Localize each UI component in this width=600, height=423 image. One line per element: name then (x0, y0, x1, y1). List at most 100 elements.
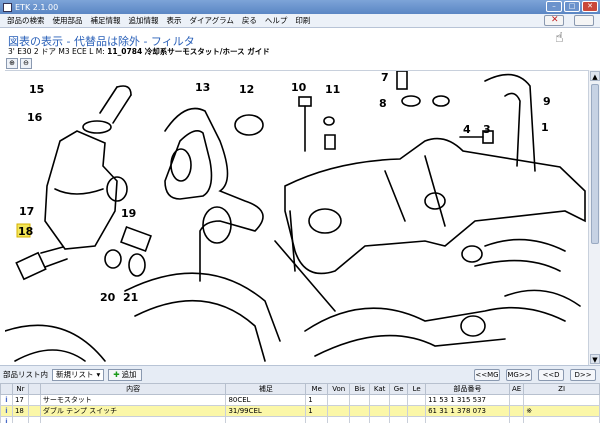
col-me[interactable]: Me (305, 383, 329, 395)
info-icon[interactable]: i (0, 394, 13, 406)
col-part-number[interactable]: 部品番号 (425, 383, 510, 395)
list-select[interactable]: 新規リスト ▾ (52, 368, 105, 381)
callout-15[interactable]: 15 (29, 83, 44, 96)
row-ae (508, 405, 525, 417)
row-description: ダブル テンプ スイッチ (39, 405, 227, 417)
callout-12[interactable]: 12 (239, 83, 254, 96)
parts-table: Nr 内容 補足 Me Von Bis Kat Ge Le 部品番号 AE ZI… (0, 383, 600, 423)
menu-back[interactable]: 戻る (241, 15, 257, 25)
menu-help[interactable]: ヘルプ (264, 15, 288, 25)
col-le[interactable]: Le (407, 383, 427, 395)
col-zi[interactable]: ZI (523, 383, 600, 395)
callout-20[interactable]: 20 (100, 291, 116, 304)
callout-9[interactable]: 9 (543, 95, 551, 108)
parts-list-label: 部品リスト内 (3, 370, 48, 379)
menu-search-parts[interactable]: 部品の検索 (7, 15, 45, 25)
callout-16[interactable]: 16 (27, 111, 43, 124)
page-subtitle: 3' E30 2 ドア M3 ECE L M: 11_0784 冷却系サーモスタ… (8, 46, 270, 57)
row-me: 1 (305, 394, 329, 406)
app-icon (3, 2, 12, 12)
row-note (225, 416, 307, 423)
row-nr (11, 416, 29, 423)
next-mg-button[interactable]: MG>> (506, 369, 532, 381)
callout-1[interactable]: 1 (541, 121, 549, 134)
callout-21[interactable]: 21 (123, 291, 138, 304)
info-icon[interactable]: i (0, 416, 13, 423)
col-info[interactable] (0, 383, 13, 395)
table-row[interactable]: i 17 サーモスタット 80CEL 1 11 53 1 315 537 (0, 394, 600, 406)
callout-13[interactable]: 13 (195, 81, 210, 94)
cancel-tool-icon[interactable]: ✕ (544, 15, 564, 26)
row-me (305, 416, 329, 423)
row-nr: 18 (11, 405, 29, 417)
callout-7[interactable]: 7 (381, 71, 389, 84)
plus-icon: ✚ (113, 370, 120, 379)
scroll-down-icon[interactable]: ▼ (590, 354, 600, 364)
scroll-thumb[interactable] (591, 84, 599, 244)
callout-11[interactable]: 11 (325, 83, 340, 96)
add-button[interactable]: ✚ 追加 (108, 368, 142, 381)
table-row[interactable]: i (0, 416, 600, 423)
col-note[interactable]: 補足 (225, 383, 307, 395)
menu-bar: 部品の検索 使用部品 補足情報 追加情報 表示 ダイアグラム 戻る ヘルプ 印刷… (0, 14, 600, 28)
col-blank[interactable] (27, 383, 41, 395)
menu-supplement[interactable]: 補足情報 (90, 15, 121, 25)
hand-cursor-icon: ☝ (555, 30, 564, 46)
callout-10[interactable]: 10 (291, 81, 307, 94)
row-zi (523, 416, 600, 423)
zoom-out-icon[interactable]: ⊖ (20, 58, 32, 69)
close-button[interactable]: ✕ (582, 1, 598, 12)
callout-4[interactable]: 4 (463, 123, 471, 136)
col-description[interactable]: 内容 (39, 383, 227, 395)
row-part-number (425, 416, 510, 423)
row-description: サーモスタット (39, 394, 227, 406)
col-ae[interactable]: AE (508, 383, 525, 395)
info-icon[interactable]: i (0, 405, 13, 417)
menu-diagram[interactable]: ダイアグラム (189, 15, 234, 25)
add-button-label: 追加 (121, 370, 137, 379)
col-bis[interactable]: Bis (349, 383, 371, 395)
car-tool-icon[interactable] (574, 15, 594, 26)
col-von[interactable]: Von (327, 383, 351, 395)
zoom-in-icon[interactable]: ⊕ (6, 58, 18, 69)
parts-diagram[interactable]: 15 16 17 18 19 20 21 13 12 10 11 7 8 9 4… (5, 70, 588, 365)
col-kat[interactable]: Kat (369, 383, 391, 395)
row-me: 1 (305, 405, 329, 417)
window-title: ETK 2.1.00 (15, 2, 59, 12)
page-header: 図表の表示 - 代替品は除外 - フィルタ 3' E30 2 ドア M3 ECE… (0, 28, 600, 58)
row-description (39, 416, 227, 423)
menu-print[interactable]: 印刷 (295, 15, 311, 25)
table-header-row: Nr 内容 補足 Me Von Bis Kat Ge Le 部品番号 AE ZI (0, 383, 600, 395)
col-ge[interactable]: Ge (389, 383, 409, 395)
row-nr: 17 (11, 394, 29, 406)
next-d-button[interactable]: D>> (570, 369, 596, 381)
callout-18-highlighted[interactable]: 18 (18, 225, 33, 238)
row-zi: ※ (523, 405, 600, 417)
window-controls: – □ ✕ (546, 1, 598, 12)
row-zi (523, 394, 600, 406)
callout-3[interactable]: 3 (483, 123, 491, 136)
col-nr[interactable]: Nr (11, 383, 29, 395)
menu-used-parts[interactable]: 使用部品 (52, 15, 83, 25)
minimize-button[interactable]: – (546, 1, 562, 12)
row-ae (508, 416, 525, 423)
scroll-up-icon[interactable]: ▲ (590, 71, 600, 81)
row-ae (508, 394, 525, 406)
callout-19[interactable]: 19 (121, 207, 136, 220)
zoom-controls: ⊕ ⊖ (6, 58, 32, 69)
callout-8[interactable]: 8 (379, 97, 387, 110)
app-tools: ✕ (544, 15, 594, 26)
row-part-number: 11 53 1 315 537 (425, 394, 510, 406)
callout-17[interactable]: 17 (19, 205, 34, 218)
parts-list-toolbar: 部品リスト内 新規リスト ▾ ✚ 追加 <<MG MG>> <<D D>> (0, 365, 600, 383)
table-row-selected[interactable]: i 18 ダブル テンプ スイッチ 31/99CEL 1 61 31 1 378… (0, 405, 600, 417)
prev-d-button[interactable]: <<D (538, 369, 564, 381)
row-part-number: 61 31 1 378 073 (425, 405, 510, 417)
menu-additional[interactable]: 追加情報 (128, 15, 159, 25)
prev-mg-button[interactable]: <<MG (474, 369, 500, 381)
menu-view[interactable]: 表示 (166, 15, 182, 25)
title-bar: ETK 2.1.00 – □ ✕ (0, 0, 600, 14)
diagram-scrollbar[interactable]: ▲ ▼ (588, 70, 600, 365)
maximize-button[interactable]: □ (564, 1, 580, 12)
page-title: 図表の表示 - 代替品は除外 - フィルタ (8, 35, 195, 48)
